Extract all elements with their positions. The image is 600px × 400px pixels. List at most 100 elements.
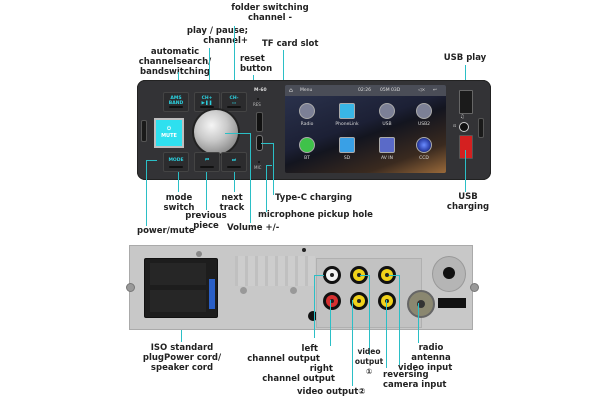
label-right-channel-output: right channel output (255, 364, 335, 384)
leader-line (314, 275, 315, 338)
reset-hole[interactable] (257, 98, 259, 100)
next-icon: ⏭ (231, 158, 237, 163)
ams-band-button[interactable]: AMS BAND (163, 92, 189, 112)
screw-icon (196, 251, 202, 257)
rca-reversing-camera[interactable] (378, 292, 396, 310)
radio-antenna-jack[interactable] (407, 290, 435, 318)
label-line: charging (446, 202, 490, 212)
button-bar (227, 166, 241, 168)
next-button[interactable]: ⏭ (221, 152, 247, 172)
rca-left-output[interactable] (323, 266, 341, 284)
home-icon[interactable]: ⌂ (289, 87, 293, 94)
previous-icon: ⏮ (204, 158, 210, 163)
label-line: track (219, 203, 245, 213)
menu-label[interactable]: Menu (300, 88, 313, 93)
phonelink-icon (339, 103, 355, 119)
microphone-hole (258, 161, 260, 163)
label-folder-switching: folder switching channel - (220, 3, 320, 23)
label-line: reset (240, 54, 265, 64)
model-label: M-60 (254, 88, 267, 93)
leader-line (386, 300, 387, 368)
leader-line (266, 165, 267, 212)
leader-line (418, 303, 419, 343)
button-bar (200, 166, 214, 168)
back-arrow-icon[interactable]: ↩ (433, 88, 437, 93)
label-mode-switch: mode switch (158, 193, 200, 213)
leader-line (330, 300, 331, 346)
label-previous-piece: previous piece (184, 211, 228, 231)
app-sd[interactable]: SD (332, 137, 362, 161)
button-text: MODE (168, 158, 184, 163)
app-bt[interactable]: BT (292, 137, 322, 161)
button-bar (200, 106, 214, 108)
folder-icon: ▭ (231, 101, 237, 106)
label-line: channel output (247, 354, 320, 364)
leader-line (266, 165, 272, 166)
radio-icon (299, 103, 315, 119)
label-line: folder switching (231, 3, 309, 13)
ch-minus-button[interactable]: CH- ▭ (221, 92, 247, 112)
app-label: Radio (300, 122, 314, 127)
app-ccd[interactable]: CCD (409, 137, 439, 161)
leader-line (209, 48, 210, 92)
label-line: antenna (411, 353, 451, 363)
label-video-output-2: video output② (297, 387, 366, 397)
label-line: ① (365, 367, 373, 376)
button-text: CH- (229, 96, 239, 101)
mute-button[interactable]: ⏻ MUTE (154, 118, 184, 148)
screw-icon (470, 283, 479, 292)
label-line: channelsearch/ (138, 57, 212, 67)
leader-line (352, 300, 353, 386)
app-phonelink[interactable]: PhoneLink (332, 103, 362, 127)
power-icon: ⏻ (167, 126, 171, 132)
app-usb2[interactable]: USB2 (409, 103, 439, 127)
usb-icon (379, 103, 395, 119)
label-automatic-search: automatic channelsearch/ bandswitching (135, 47, 215, 77)
label-line: play / pause; (186, 26, 248, 36)
label-video-input: video input (398, 363, 453, 373)
app-label: PhoneLink (335, 122, 359, 127)
tf-card-slot[interactable] (256, 112, 263, 132)
rca-video-output-1[interactable] (350, 266, 368, 284)
leader-line (465, 150, 466, 192)
mic-jack[interactable] (308, 311, 318, 321)
label-microphone: microphone pickup hole (258, 210, 373, 220)
front-panel: AMS BAND CH+ ▶❚❚ CH- ▭ ⏻ MUTE MODE ⏮ ⏭ M… (137, 80, 491, 180)
usb-charging-port[interactable] (459, 135, 473, 159)
label-tf-card: TF card slot (262, 39, 319, 49)
leader-line (234, 26, 235, 92)
play-pause-icon: ▶❚❚ (201, 101, 213, 106)
iso-connector[interactable] (144, 258, 218, 318)
volume-knob[interactable] (194, 110, 238, 154)
ch-plus-button[interactable]: CH+ ▶❚❚ (194, 92, 220, 112)
phone-bluetooth-icon (299, 137, 315, 153)
display-screen[interactable]: ⌂ Menu 02:26 05M 03D ◁× ↩ Radio PhoneLin… (285, 85, 446, 173)
label-line: reversing (383, 370, 429, 380)
leader-line (399, 275, 400, 365)
app-av-in[interactable]: AV IN (372, 137, 402, 161)
rca-right-output[interactable] (323, 292, 341, 310)
music-note-icon: ♫ (460, 114, 465, 120)
label-line: channel output (262, 374, 335, 384)
leader-line (273, 143, 274, 195)
app-usb[interactable]: USB (372, 103, 402, 127)
iso-block-upper (150, 263, 206, 285)
leader-line (146, 160, 147, 226)
usb-play-port[interactable] (459, 90, 473, 114)
label-line: speaker cord (150, 363, 214, 373)
app-radio[interactable]: Radio (292, 103, 322, 127)
previous-button[interactable]: ⏮ (194, 152, 220, 172)
speaker-mute-icon[interactable]: ◁× (418, 88, 426, 93)
aux-label-icon: ⊡ (453, 123, 457, 128)
rca-video-input[interactable] (378, 266, 396, 284)
mode-button[interactable]: MODE (163, 152, 189, 172)
leader-line (250, 133, 251, 223)
aux-jack[interactable] (459, 122, 469, 132)
leader-line (225, 133, 251, 134)
slot (438, 298, 466, 308)
label-line: plugPower cord/ (142, 353, 222, 363)
label-reversing-camera: reversing camera input (383, 370, 446, 390)
label-iso-standard: ISO standard plugPower cord/ speaker cor… (137, 343, 227, 373)
label-usb-play: USB play (443, 53, 487, 63)
rca-video-output-2[interactable] (350, 292, 368, 310)
